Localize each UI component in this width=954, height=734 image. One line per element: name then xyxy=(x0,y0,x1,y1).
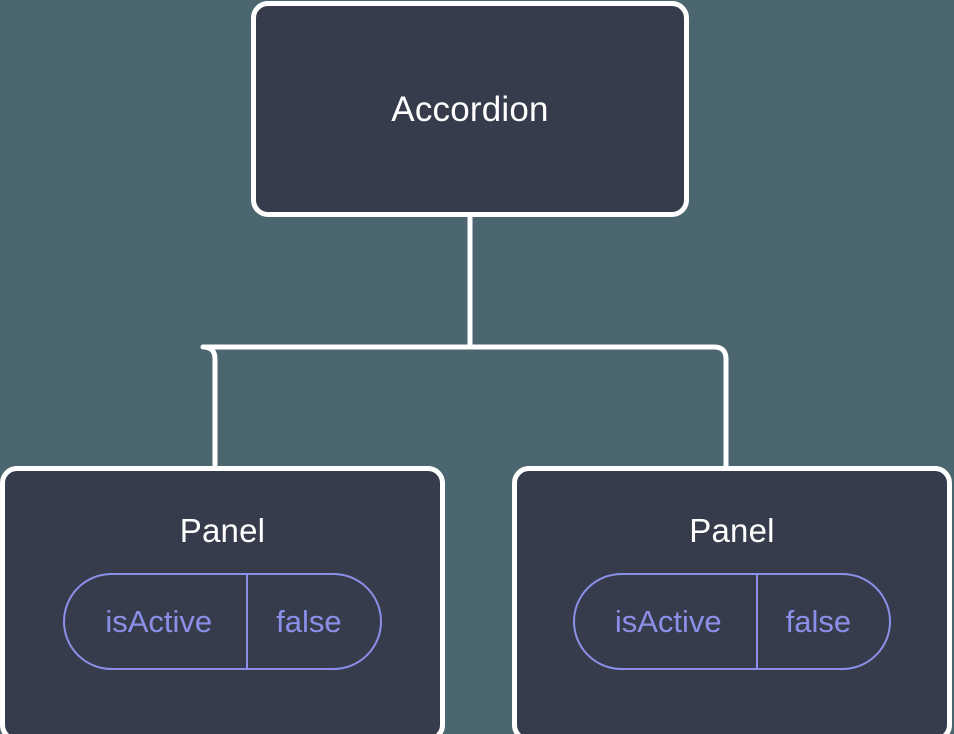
node-panel-1[interactable]: Panel isActive false xyxy=(0,466,445,734)
prop-value-isactive: false xyxy=(246,575,379,668)
edge-root-to-panel-left xyxy=(200,344,470,470)
node-accordion-label: Accordion xyxy=(391,89,549,129)
edge-root-to-panel-right xyxy=(470,344,729,470)
prop-key-isactive: isActive xyxy=(614,604,722,639)
prop-key-isactive: isActive xyxy=(105,604,213,639)
prop-badge-panel-1[interactable]: isActive false xyxy=(63,573,382,670)
node-panel-2-label: Panel xyxy=(689,512,775,549)
node-panel-1-label: Panel xyxy=(179,512,266,549)
node-panel-2[interactable]: Panel isActive false xyxy=(512,466,952,734)
prop-value-isactive: false xyxy=(755,575,889,668)
prop-badge-panel-2[interactable]: isActive false xyxy=(572,573,892,670)
node-accordion[interactable]: Accordion xyxy=(251,1,689,217)
